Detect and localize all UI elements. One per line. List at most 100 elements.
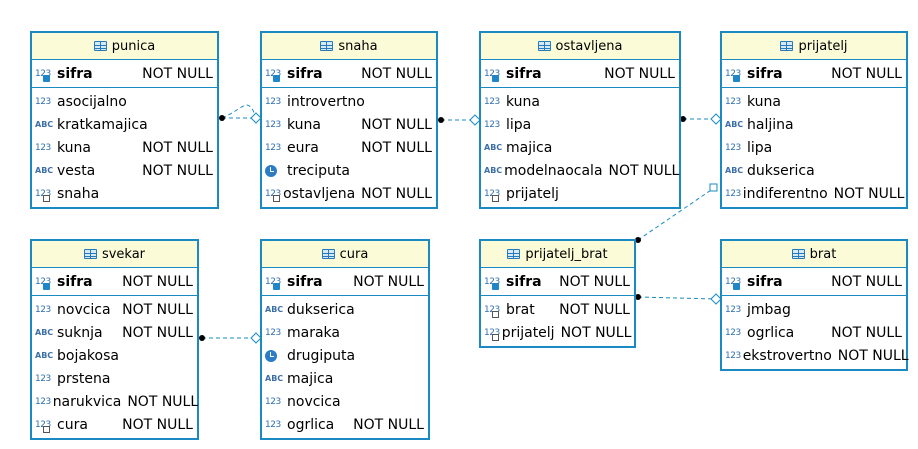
number-type-icon: 123 [484,119,500,130]
table-header[interactable]: punica [32,33,217,60]
not-null-label: NOT NULL [142,139,213,156]
table-title: ostavljena [555,38,623,54]
not-null-label: NOT NULL [833,185,905,202]
column-name: prstena [57,370,111,387]
table-header[interactable]: ostavljena [481,33,679,60]
table-icon [320,41,334,51]
column-name: kratkamajica [57,116,148,133]
table-icon [507,249,521,259]
not-null-label: NOT NULL [831,65,902,82]
not-null-label: NOT NULL [122,273,193,290]
column-row[interactable]: treciputa [262,159,436,182]
number-type-icon: 123 [725,327,741,338]
table-header[interactable]: svekar [32,241,197,268]
column-name: prijatelj [506,185,559,202]
table-header[interactable]: prijatelj_brat [481,241,634,268]
table-icon [321,249,335,259]
column-name: sifra [57,273,93,290]
table-title: snaha [338,38,378,54]
foreign-key-icon: 123 [484,189,504,202]
column-name: sifra [506,65,542,82]
not-null-label: NOT NULL [361,65,432,82]
table-header[interactable]: snaha [262,33,436,60]
text-type-icon: ABC [35,351,54,360]
text-type-icon: ABC [484,143,503,152]
column-name: haljina [747,116,794,133]
number-type-icon: 123 [265,396,281,407]
column-name: modelnaocala [504,162,603,179]
text-type-icon: ABC [265,374,284,383]
table-header[interactable]: brat [722,241,906,268]
column-row[interactable]: drugiputa [262,344,428,367]
not-null-label: NOT NULL [831,324,902,341]
text-type-icon: ABC [265,305,284,314]
primary-key-icon: 123 [484,69,504,82]
column-name: ekstrovertno [742,347,832,364]
table-header[interactable]: cura [262,241,428,268]
datetime-type-icon [265,164,277,177]
table-header[interactable]: prijatelj [722,33,906,60]
not-null-label: NOT NULL [559,273,630,290]
number-type-icon: 123 [725,96,741,107]
link-prijateljbrat-brat [637,296,717,300]
table-icon [93,41,107,51]
column-name: drugiputa [287,347,356,364]
table-title: punica [111,38,156,54]
